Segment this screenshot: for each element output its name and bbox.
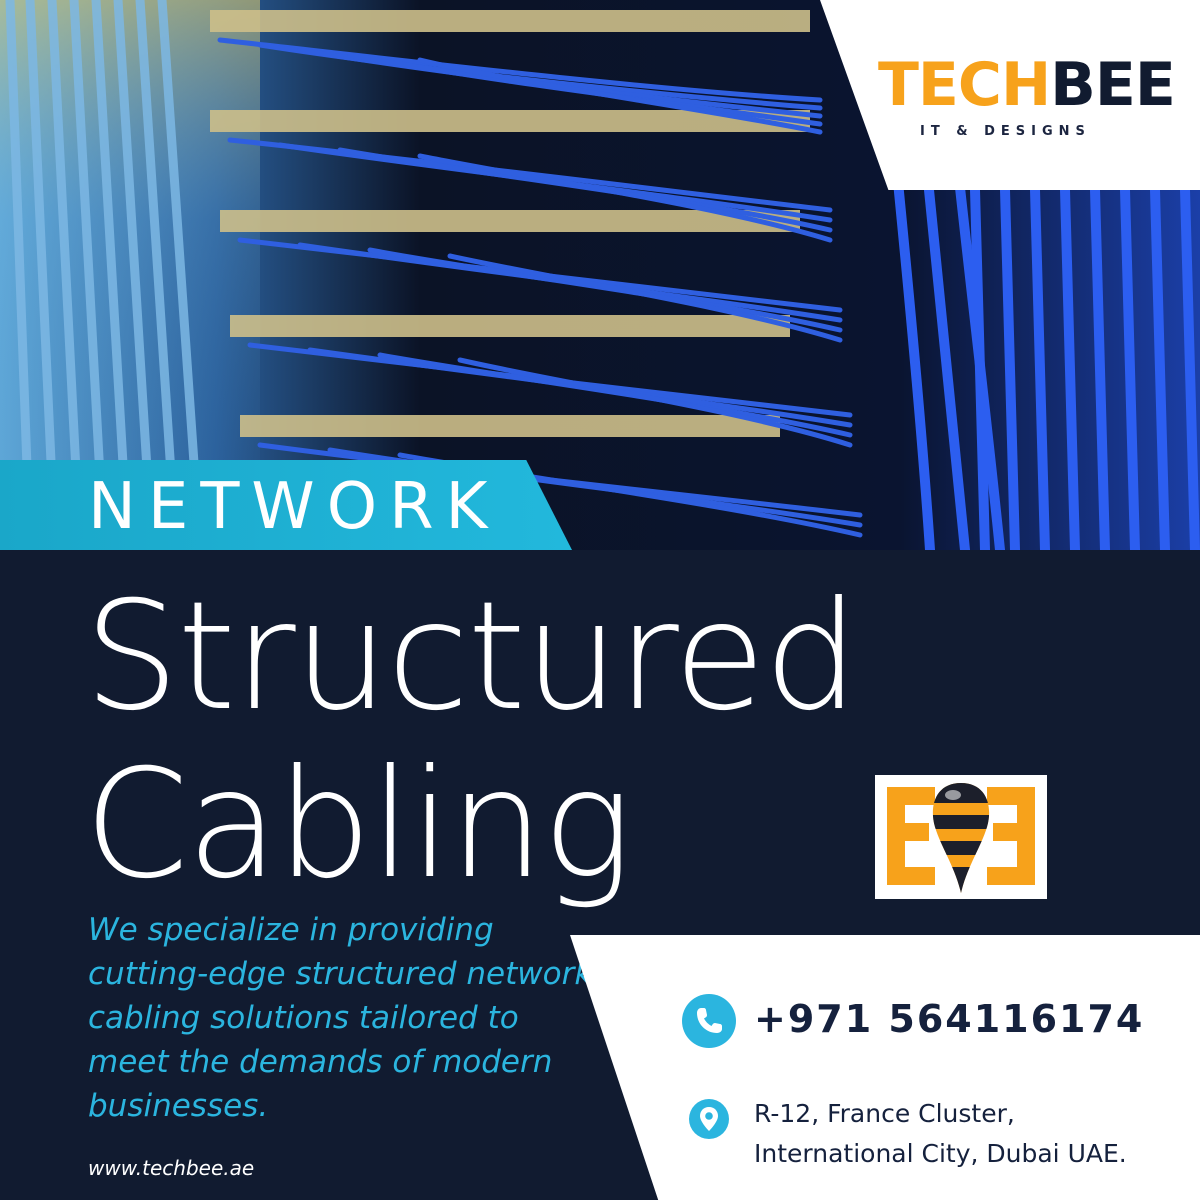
address-block: R-12, France Cluster, International City… — [754, 1094, 1127, 1174]
description-text: We specialize in providing cutting-edge … — [88, 912, 593, 1124]
brand-logo[interactable]: TECHBEE — [878, 50, 1178, 120]
brand-name-part2: BEE — [1050, 50, 1176, 120]
phone-number[interactable]: +971 564116174 — [754, 997, 1145, 1041]
network-banner — [0, 460, 572, 550]
phone-icon — [682, 994, 736, 1048]
bee-pin-icon — [887, 783, 1035, 893]
brand-name-part1: TECH — [878, 50, 1051, 120]
brand-tagline: IT & DESIGNS — [920, 124, 1091, 139]
network-label: NETWORK — [88, 470, 500, 544]
website-link[interactable]: www.techbee.ae — [88, 1156, 255, 1180]
map-pin-icon — [688, 1098, 730, 1140]
contact-panel — [570, 935, 1200, 1200]
headline-line1: Structured — [84, 570, 859, 744]
address-line1: R-12, France Cluster, — [754, 1099, 1015, 1128]
bee-logo-badge — [875, 775, 1047, 899]
logo-panel — [820, 0, 1200, 190]
headline-line2: Cabling — [84, 738, 632, 912]
address-line2: International City, Dubai UAE. — [754, 1139, 1127, 1168]
